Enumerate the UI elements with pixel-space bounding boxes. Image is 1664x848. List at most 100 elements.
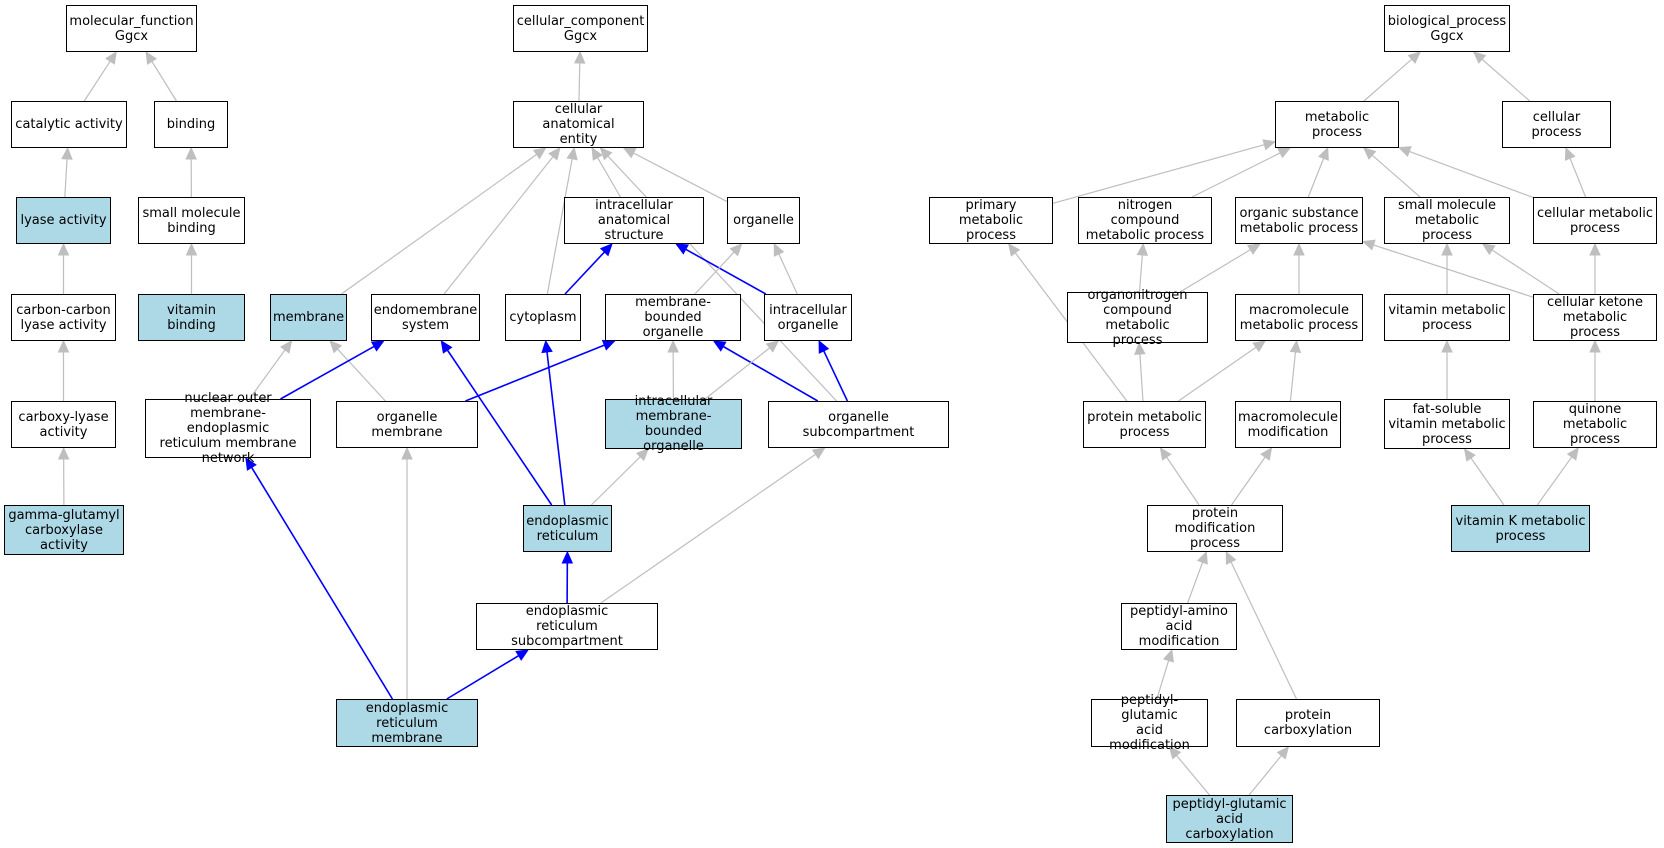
node-organonitrogen-compound-metabolic-process[interactable]: organonitrogen compound metabolic proces…	[1067, 288, 1208, 348]
arrowhead-smallmol-to-metab	[1363, 147, 1377, 160]
node-metabolic-process[interactable]: metabolic process	[1275, 101, 1399, 148]
node-organelle[interactable]: organelle	[727, 197, 800, 244]
node-vitamin-binding[interactable]: vitamin binding	[138, 294, 245, 341]
edge-organic-to-metab	[1307, 158, 1325, 198]
node-membrane[interactable]: membrane	[270, 294, 347, 341]
edge-lyase-to-catalytic	[64, 158, 68, 198]
node-primary-metabolic-process[interactable]: primary metabolic process	[929, 197, 1053, 244]
node-organic-substance-metabolic-process[interactable]: organic substance metabolic process	[1235, 197, 1363, 244]
node-carboxy-lyase-activity[interactable]: carboxy-lyase activity	[11, 401, 116, 448]
arrowhead-nomer-to-endomem	[370, 340, 385, 352]
arrowhead-primary-to-metab	[1262, 139, 1277, 151]
arrowhead-ias-to-cae	[591, 146, 603, 161]
arrowhead-ggc-to-carboxylyase	[57, 446, 70, 460]
node-quinone-metabolic-process[interactable]: quinone metabolic process	[1533, 401, 1657, 448]
node-carbon-carbon-lyase-activity[interactable]: carbon-carbon lyase activity	[11, 294, 116, 341]
edge-peptglucarb-to-protcarbox	[1248, 755, 1282, 796]
node-organelle-subcompartment[interactable]: organelle subcompartment	[768, 401, 949, 448]
edge-osub-to-io	[823, 350, 849, 402]
node-small-molecule-binding[interactable]: small molecule binding	[138, 197, 245, 244]
edge-orgmem-to-membrane	[337, 348, 386, 402]
node-endoplasmic-reticulum[interactable]: endoplasmic reticulum	[523, 505, 612, 552]
node-small-molecule-metabolic-process[interactable]: small molecule metabolic process	[1384, 197, 1510, 244]
edge-protmetab-to-macromol	[1178, 346, 1257, 402]
node-protein-metabolic-process[interactable]: protein metabolic process	[1083, 401, 1206, 448]
arrowhead-osub-to-io	[818, 339, 830, 354]
node-membrane-bounded-organelle[interactable]: membrane-bounded organelle	[605, 294, 741, 341]
node-macromolecule-metabolic-process[interactable]: macromolecule metabolic process	[1235, 294, 1363, 341]
arrowhead-osub-to-mbo	[712, 340, 727, 352]
arrowhead-osub-to-cae	[599, 147, 613, 161]
node-vitamin-metabolic-process[interactable]: vitamin metabolic process	[1384, 294, 1510, 341]
arrowhead-ketone-to-organic	[1361, 239, 1376, 251]
arrowhead-macromod-to-macromol	[1289, 339, 1302, 354]
node-lyase-activity[interactable]: lyase activity	[16, 197, 111, 244]
edge-organelle-to-cae	[633, 152, 728, 203]
node-catalytic-activity[interactable]: catalytic activity	[11, 101, 127, 148]
edge-organonitro-to-nitrogen	[1138, 254, 1143, 293]
node-vitamin-k-metabolic-process[interactable]: vitamin K metabolic process	[1451, 505, 1590, 552]
node-er-membrane[interactable]: endoplasmic reticulum membrane	[336, 699, 478, 747]
edge-ketone-to-organic	[1373, 244, 1534, 298]
arrowhead-orgmem-to-membrane	[329, 340, 343, 354]
node-cytoplasm[interactable]: cytoplasm	[505, 294, 581, 341]
arrowhead-catalytic-to-mf_root	[105, 50, 117, 65]
arrowhead-membrane-to-cae	[532, 147, 547, 160]
node-organelle-membrane[interactable]: organelle membrane	[336, 401, 478, 448]
node-protein-carboxylation[interactable]: protein carboxylation	[1236, 699, 1380, 747]
arrowhead-erm-to-orgmem	[401, 446, 413, 460]
edge-nomer-to-membrane	[248, 349, 286, 400]
node-binding[interactable]: binding	[154, 101, 228, 148]
arrowhead-protmetab-to-organonitro	[1134, 341, 1146, 355]
node-biological-process[interactable]: biological_process Ggcx	[1384, 5, 1510, 52]
arrowhead-macromol-to-organic	[1293, 242, 1305, 256]
arrowhead-vitbind-to-smb	[185, 242, 198, 256]
node-gamma-glutamyl-carboxylase-activity[interactable]: gamma-glutamyl carboxylase activity	[4, 505, 124, 555]
arrowhead-nomer-to-membrane	[280, 340, 293, 354]
node-cellular-anatomical-entity[interactable]: cellular anatomical entity	[513, 101, 644, 148]
edge-nomer-to-endomem	[280, 345, 375, 400]
edge-orgmem-to-mbo	[465, 344, 605, 402]
node-cellular-component[interactable]: cellular_component Ggcx	[513, 5, 648, 52]
edge-cytoplasm-to-cae	[546, 158, 573, 295]
node-cellular-ketone-metabolic-process[interactable]: cellular ketone metabolic process	[1533, 294, 1657, 341]
node-peptidyl-glutamic-acid-modification[interactable]: peptidyl-glutamic acid modification	[1091, 693, 1208, 753]
node-nuclear-outer-membrane-er-network[interactable]: nuclear outer membrane-endoplasmic retic…	[145, 391, 311, 466]
node-intracellular-membrane-bounded-organelle[interactable]: intracellular membrane-bounded organelle	[605, 394, 742, 454]
edge-protmetab-to-organonitro	[1139, 353, 1144, 402]
arrowhead-vitk-to-quinone	[1566, 447, 1579, 461]
edge-metab-to-bp_root	[1363, 58, 1413, 102]
edge-osub-to-cae	[607, 155, 838, 402]
node-intracellular-anatomical-structure[interactable]: intracellular anatomical structure	[564, 197, 704, 244]
node-protein-modification-process[interactable]: protein modification process	[1147, 505, 1283, 552]
node-endomembrane-system[interactable]: endomembrane system	[371, 294, 480, 341]
node-peptidyl-glutamic-acid-carboxylation[interactable]: peptidyl-glutamic acid carboxylation	[1166, 795, 1293, 843]
edge-protmod-to-protmetab	[1166, 456, 1200, 506]
node-molecular-function[interactable]: molecular_function Ggcx	[66, 5, 197, 52]
edge-primary-to-metab	[1052, 144, 1265, 204]
node-er-subcompartment[interactable]: endoplasmic reticulum subcompartment	[476, 603, 658, 650]
edge-erm-to-ersub	[446, 654, 520, 700]
arrowhead-imbo-to-mbo	[667, 339, 679, 353]
edge-protcarbox-to-protmod	[1230, 561, 1298, 700]
arrowhead-imbo-to-io	[765, 340, 780, 353]
node-cellular-process[interactable]: cellular process	[1502, 101, 1611, 148]
arrowhead-fatsol-to-vitmetab	[1441, 339, 1453, 353]
arrowhead-er-to-endomem	[440, 339, 453, 354]
arrowhead-smb-to-binding	[185, 146, 197, 160]
arrowhead-er-to-imbo	[635, 448, 650, 462]
edge-er-to-imbo	[590, 456, 641, 506]
arrowhead-cytoplasm-to-ias	[599, 243, 613, 257]
arrowhead-carboxylyase-to-cclyase	[57, 339, 70, 353]
node-macromolecule-modification[interactable]: macromolecule modification	[1235, 401, 1341, 448]
node-peptidyl-amino-acid-modification[interactable]: peptidyl-amino acid modification	[1121, 603, 1237, 650]
node-intracellular-organelle[interactable]: intracellular organelle	[764, 294, 852, 341]
arrowhead-binding-to-mf_root	[145, 50, 158, 65]
node-cellular-metabolic-process[interactable]: cellular metabolic process	[1533, 197, 1657, 244]
arrowhead-peptglucarb-to-protcarbox	[1276, 746, 1290, 760]
edge-cellmetab-to-cellproc	[1569, 157, 1587, 198]
node-fat-soluble-vitamin-metabolic-process[interactable]: fat-soluble vitamin metabolic process	[1384, 399, 1510, 449]
arrowhead-protmod-to-protmetab	[1159, 446, 1172, 461]
arrowhead-cclyase-to-lyase	[57, 242, 70, 256]
node-nitrogen-compound-metabolic-process[interactable]: nitrogen compound metabolic process	[1078, 197, 1212, 244]
